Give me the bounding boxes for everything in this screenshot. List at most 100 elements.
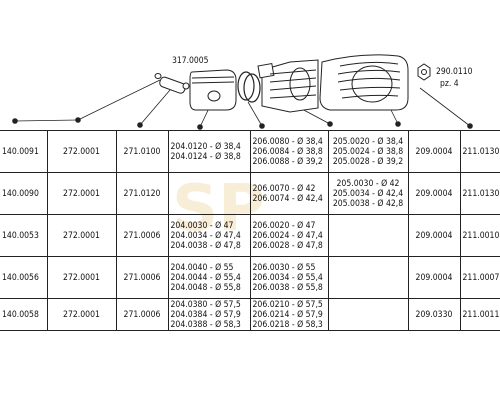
kit-cell-text: 271.0100	[123, 146, 161, 157]
kit-cell: 271.0120	[116, 172, 169, 215]
ring-cell-line: 206.0020 - Ø 47	[252, 220, 316, 231]
code-cell-text: 211.0010	[462, 230, 500, 241]
kit-cell: 271.0006	[116, 256, 169, 299]
piston-cell-line: 204.0120 - Ø 38,4	[170, 141, 241, 152]
cylinder-cell	[328, 256, 409, 299]
gasket-cell-text: 272.0001	[63, 188, 100, 199]
ring-cell-line: 206.0214 - Ø 57,9	[252, 309, 323, 320]
piston-cell	[168, 172, 251, 215]
gasket-cell: 272.0001	[47, 214, 117, 257]
head-cell: 209.0004	[408, 214, 461, 257]
piston-cell-line: 204.0384 - Ø 57,9	[170, 309, 241, 320]
cylinder-cell	[328, 298, 409, 331]
cylinder-cell-line: 205.0038 - Ø 42,8	[332, 198, 404, 209]
head-cell-text: 209.0330	[415, 309, 453, 320]
gasket-cell: 272.0001	[47, 172, 117, 215]
cylinder-icon	[257, 59, 319, 113]
piston-icon	[189, 69, 237, 111]
parts-table-body: 140.0091 272.0001 271.0100 204.0120 - Ø 38,…	[0, 130, 500, 331]
code-cell: 211.0130	[460, 130, 500, 173]
reference-cell: 140.0056	[0, 256, 48, 299]
ring-cell-line: 206.0028 - Ø 47,8	[252, 240, 323, 251]
nut-icon	[417, 63, 431, 81]
head-cell: 209.0330	[408, 298, 461, 331]
reference-cell-text: 140.0056	[2, 272, 39, 283]
table-row: 140.0091 272.0001 271.0100 204.0120 - Ø 38,…	[0, 130, 500, 173]
nut-quantity-label: pz. 4	[440, 79, 459, 89]
kit-cell-text: 271.0006	[123, 272, 161, 283]
code-cell-text: 211.0130	[462, 146, 500, 157]
ring-cell-line: 206.0210 - Ø 57,5	[252, 299, 323, 310]
reference-cell-text: 140.0053	[2, 230, 39, 241]
head-cell: 209.0004	[408, 256, 461, 299]
kit-cell-text: 271.0006	[123, 230, 161, 241]
cylinder-head-icon	[319, 54, 409, 111]
cylinder-cell-line: 205.0034 - Ø 42,4	[332, 188, 404, 199]
gasket-cell-text: 272.0001	[63, 272, 100, 283]
piston-cell-line: 204.0380 - Ø 57,5	[170, 299, 241, 310]
reference-cell-text: 140.0091	[2, 146, 39, 157]
gasket-cell-text: 272.0001	[63, 309, 100, 320]
gasket-cell-text: 272.0001	[63, 146, 100, 157]
nut-callout-label: 290.0110	[436, 67, 473, 77]
code-cell: 211.0011	[460, 298, 500, 331]
ring-cell-line: 206.0088 - Ø 39,2	[252, 156, 323, 167]
kit-cell-text: 271.0120	[123, 188, 161, 199]
cylinder-cell	[328, 214, 409, 257]
code-cell-text: 211.0130	[462, 188, 500, 199]
piston-pin-icon	[154, 73, 190, 94]
reference-cell: 140.0091	[0, 130, 48, 173]
reference-cell-text: 140.0058	[2, 309, 39, 320]
piston-cell-line: 204.0030 - Ø 47	[170, 220, 234, 231]
reference-cell: 140.0090	[0, 172, 48, 215]
reference-cell: 140.0058	[0, 298, 48, 331]
piston-cell-line: 204.0044 - Ø 55,4	[170, 272, 241, 283]
head-cell-text: 209.0004	[415, 230, 453, 241]
ring-cell-line: 206.0038 - Ø 55,8	[252, 282, 323, 293]
gasket-cell: 272.0001	[47, 130, 117, 173]
ring-cell-line: 206.0080 - Ø 38,4	[252, 136, 323, 147]
code-cell-text: 211.0007	[462, 272, 500, 283]
piston-cell-line: 204.0124 - Ø 38,8	[170, 151, 241, 162]
pin-callout-label: 317.0005	[172, 56, 209, 66]
reference-cell-text: 140.0090	[2, 188, 39, 199]
ring-cell-line: 206.0218 - Ø 58,3	[252, 319, 323, 330]
code-cell: 211.0130	[460, 172, 500, 215]
cylinder-cell-line: 205.0030 - Ø 42	[336, 178, 400, 189]
exploded-view-illustration	[12, 54, 473, 130]
cylinder-cell-line: 205.0024 - Ø 38,8	[332, 146, 404, 157]
ring-cell-line: 206.0070 - Ø 42	[252, 183, 316, 194]
cylinder-cell-line: 205.0028 - Ø 39,2	[332, 156, 404, 167]
piston-cell-line: 204.0034 - Ø 47,4	[170, 230, 241, 241]
ring-cell-line: 206.0084 - Ø 38,8	[252, 146, 323, 157]
piston-rings-icon	[237, 71, 261, 103]
leader-lines	[12, 79, 473, 130]
head-cell-text: 209.0004	[415, 188, 453, 199]
piston-cell-line: 204.0040 - Ø 55	[170, 262, 234, 273]
cylinder-cell-line: 205.0020 - Ø 38,4	[332, 136, 404, 147]
ring-cell-line: 206.0024 - Ø 47,4	[252, 230, 323, 241]
piston-cell-line: 204.0388 - Ø 58,3	[170, 319, 241, 330]
ring-cell-line: 206.0034 - Ø 55,4	[252, 272, 323, 283]
gasket-cell: 272.0001	[47, 298, 117, 331]
reference-cell: 140.0053	[0, 214, 48, 257]
kit-cell: 271.0100	[116, 130, 169, 173]
kit-cell: 271.0006	[116, 214, 169, 257]
kit-cell-text: 271.0006	[123, 309, 161, 320]
head-cell-text: 209.0004	[415, 146, 453, 157]
table-row: 140.0058 272.0001 271.0006 204.0380 - Ø 57,…	[0, 298, 500, 331]
code-cell-text: 211.0011	[462, 309, 500, 320]
piston-cell-line: 204.0048 - Ø 55,8	[170, 282, 241, 293]
